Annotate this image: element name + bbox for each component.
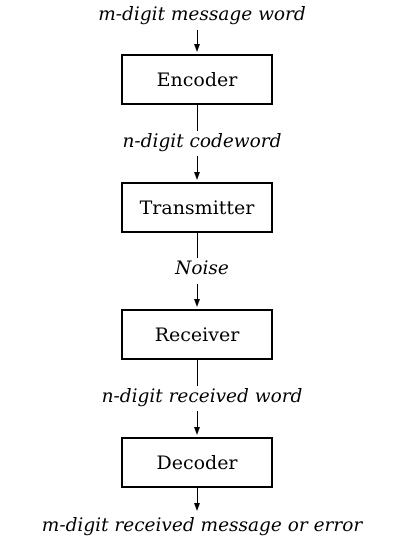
transmitter-block: Transmitter — [121, 182, 273, 233]
transmitter-label: Transmitter — [139, 196, 255, 219]
connector-transmitter-out — [197, 233, 199, 258]
decoder-label: Decoder — [156, 451, 238, 474]
input-label: m-digit message word — [98, 4, 306, 25]
codeword-label: n-digit codeword — [122, 131, 282, 152]
connector-receiver-out — [197, 360, 199, 386]
received-word-label: n-digit received word — [101, 386, 303, 407]
receiver-label: Receiver — [154, 323, 240, 346]
decoder-block: Decoder — [121, 437, 273, 488]
connector-input-to-encoder — [197, 30, 199, 44]
connector-to-receiver — [197, 284, 199, 299]
arrowhead-into-transmitter — [194, 172, 200, 180]
arrowhead-into-receiver — [194, 299, 200, 307]
encoder-label: Encoder — [156, 68, 238, 91]
connector-to-decoder — [197, 411, 199, 427]
connector-to-transmitter — [197, 156, 199, 172]
connector-decoder-out — [197, 488, 199, 503]
noise-label: Noise — [175, 258, 229, 279]
arrowhead-into-encoder — [194, 44, 200, 52]
encoder-block: Encoder — [121, 54, 273, 105]
connector-encoder-out — [197, 105, 199, 131]
output-label: m-digit received message or error — [41, 515, 363, 536]
receiver-block: Receiver — [121, 309, 273, 360]
arrowhead-into-decoder — [194, 427, 200, 435]
arrowhead-out-of-decoder — [194, 503, 200, 511]
